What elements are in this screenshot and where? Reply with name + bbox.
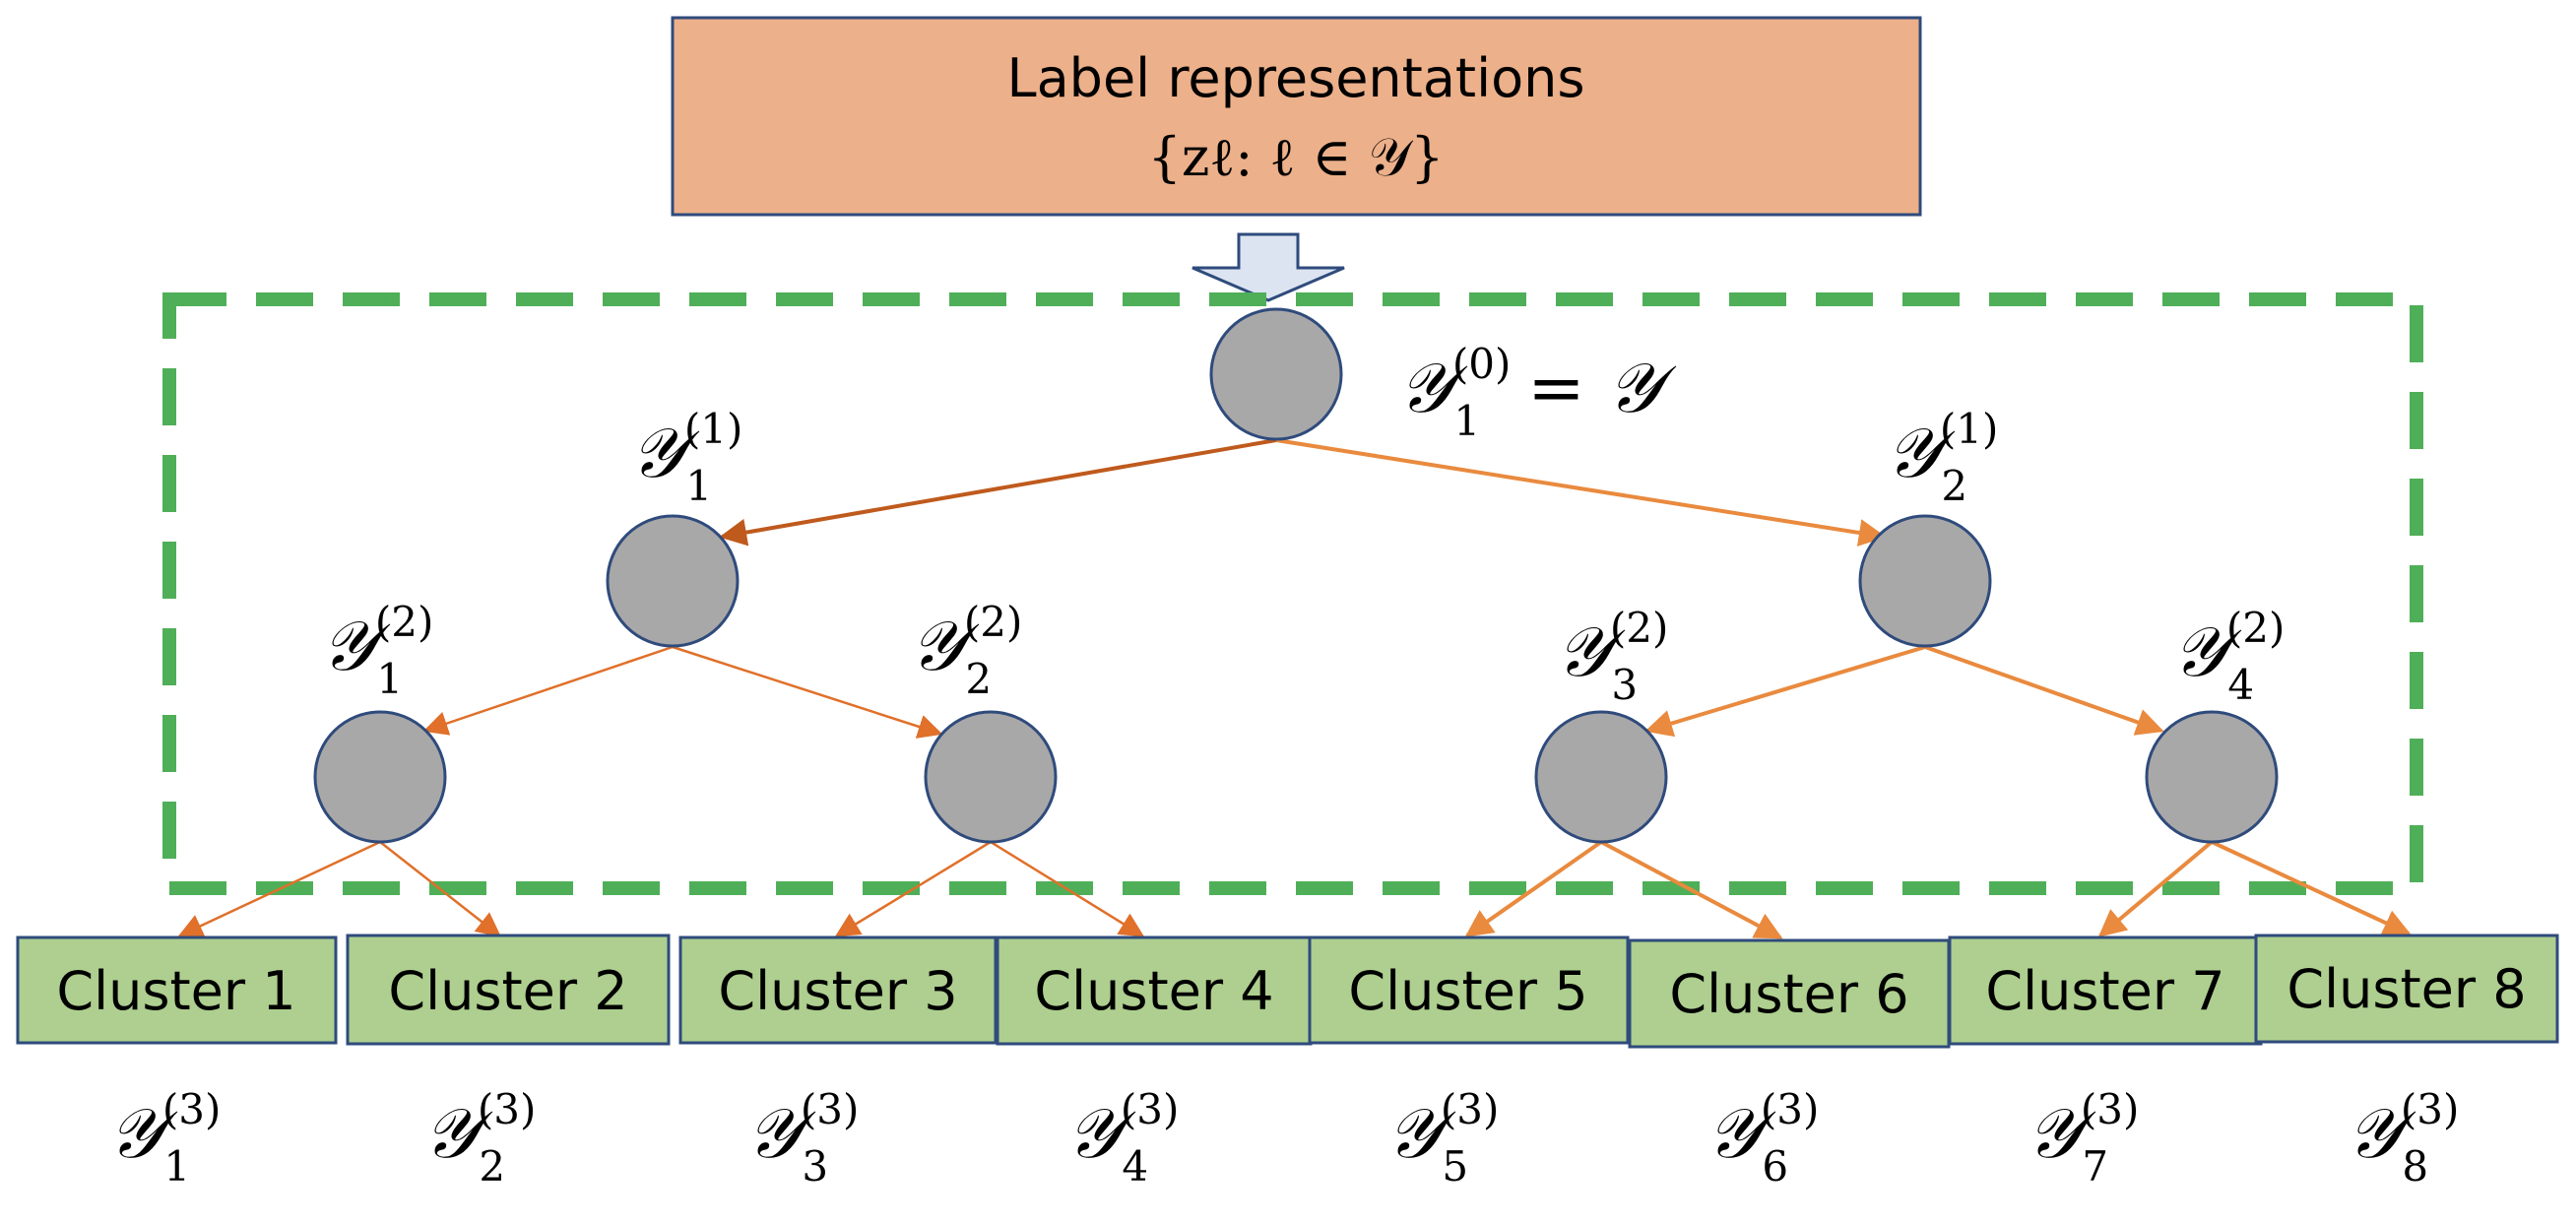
edge-l1-2-l2-4	[1924, 645, 2164, 736]
cluster-set-label-5-sub: 5	[1442, 1142, 1468, 1191]
root-label-equals: = 𝒴	[1527, 348, 1677, 428]
cluster-box-5	[1308, 935, 1630, 1045]
edge-l1-1-l2-2	[672, 645, 943, 739]
level1-label-1: 𝒴(1)1	[630, 405, 742, 510]
level2-node-1	[313, 710, 447, 844]
level2-label-3-sup: (2)	[1610, 604, 1669, 652]
cluster-row: Cluster 1 Cluster 2 Cluster 3 Cluster 4 …	[16, 934, 2559, 1049]
cluster-set-label-2-sup: (3)	[478, 1085, 537, 1133]
edge-root-l1-2	[1275, 438, 1887, 547]
edge-l2-3-c5	[1464, 840, 1603, 937]
level2-label-4-sub: 4	[2227, 661, 2254, 709]
cluster-set-label-3: 𝒴(3)3	[746, 1085, 859, 1191]
cluster-set-label-8: 𝒴(3)8	[2347, 1085, 2459, 1191]
level2-label-1: 𝒴(2)1	[321, 598, 433, 703]
cluster-label-5: Cluster 5	[1348, 960, 1587, 1022]
edge-l2-1-c1	[177, 840, 381, 937]
cluster-set-label-1-sup: (3)	[162, 1085, 222, 1133]
header-title: Label representations	[1006, 47, 1584, 109]
level2-label-1-sup: (2)	[375, 598, 434, 646]
cluster-set-label-6-sub: 6	[1762, 1142, 1788, 1191]
level2-label-3-sub: 3	[1611, 661, 1638, 709]
level2-label-2-sup: (2)	[964, 598, 1023, 646]
cluster-set-label-7: 𝒴(3)7	[2027, 1085, 2139, 1191]
edge-l2-2-c3	[834, 840, 992, 937]
cluster-label-6: Cluster 6	[1669, 963, 1908, 1025]
cluster-set-label-8-sup: (3)	[2401, 1085, 2460, 1133]
root-node	[1209, 307, 1343, 441]
edge-root-l1-1	[719, 438, 1277, 547]
cluster-set-label-1: 𝒴(3)1	[108, 1085, 221, 1191]
root-label: 𝒴(0)1= 𝒴	[1398, 340, 1677, 445]
root-label-sub: 1	[1453, 397, 1480, 445]
header-box	[671, 16, 1922, 217]
cluster-set-label-7-sup: (3)	[2081, 1085, 2140, 1133]
level1-node-1	[606, 514, 740, 648]
cluster-box-8	[2254, 934, 2559, 1044]
cluster-label-1: Cluster 1	[56, 960, 295, 1022]
cluster-label-4: Cluster 4	[1034, 960, 1273, 1022]
level2-label-1-sub: 1	[376, 655, 403, 703]
level2-label-4: 𝒴(2)4	[2172, 604, 2285, 709]
level1-label-2-sub: 2	[1941, 462, 1967, 510]
cluster-box-7	[1948, 935, 2263, 1046]
cluster-set-label-4-sub: 4	[1122, 1142, 1148, 1191]
cluster-set-label-3-sup: (3)	[801, 1085, 860, 1133]
cluster-set-label-5-sup: (3)	[1441, 1085, 1500, 1133]
cluster-set-label-2: 𝒴(3)2	[423, 1085, 536, 1191]
cluster-set-label-6-sup: (3)	[1761, 1085, 1820, 1133]
level1-label-2: 𝒴(1)2	[1886, 405, 1998, 510]
cluster-box-3	[678, 935, 998, 1045]
edge-l1-2-l2-3	[1644, 645, 1926, 738]
level1-label-2-sup: (1)	[1940, 405, 1999, 453]
cluster-set-label-6: 𝒴(3)6	[1707, 1085, 1819, 1191]
edge-l2-3-c6	[1600, 840, 1783, 939]
cluster-set-label-5: 𝒴(3)5	[1386, 1085, 1499, 1191]
level2-label-3: 𝒴(2)3	[1556, 604, 1668, 709]
level1-label-1-sub: 1	[685, 462, 712, 510]
cluster-set-label-4: 𝒴(3)4	[1066, 1085, 1179, 1191]
cluster-set-label-8-sub: 8	[2402, 1142, 2428, 1191]
cluster-label-8: Cluster 8	[2286, 958, 2526, 1020]
level2-node-2	[924, 710, 1058, 844]
cluster-set-label-2-sub: 2	[479, 1142, 505, 1191]
header-formula: {zℓ: ℓ ∈ 𝒴}	[1148, 126, 1445, 188]
level2-label-2-sub: 2	[965, 655, 992, 703]
cluster-set-label-3-sub: 3	[802, 1142, 828, 1191]
cluster-set-label-1-sub: 1	[163, 1142, 190, 1191]
down-arrow-icon	[1191, 232, 1345, 302]
level2-node-4	[2145, 710, 2279, 844]
cluster-set-label-4-sup: (3)	[1121, 1085, 1180, 1133]
level1-node-2	[1858, 514, 1992, 648]
cluster-label-7: Cluster 7	[1985, 960, 2224, 1022]
cluster-box-2	[346, 934, 671, 1046]
level2-node-3	[1534, 710, 1668, 844]
cluster-label-3: Cluster 3	[718, 960, 957, 1022]
level2-label-2: 𝒴(2)2	[910, 598, 1022, 703]
dashed-region	[162, 292, 2423, 895]
edge-l2-4-c7	[2097, 840, 2214, 937]
cluster-box-1	[16, 935, 338, 1045]
root-label-sup: (0)	[1452, 340, 1512, 388]
edge-l2-4-c8	[2211, 840, 2412, 936]
cluster-set-label-7-sub: 7	[2082, 1142, 2108, 1191]
level2-label-4-sup: (2)	[2226, 604, 2286, 652]
cluster-label-2: Cluster 2	[388, 960, 627, 1022]
edge-l2-2-c4	[990, 840, 1145, 937]
level1-label-1-sup: (1)	[684, 405, 743, 453]
cluster-box-6	[1628, 938, 1951, 1049]
edge-l2-1-c2	[379, 841, 501, 937]
edge-l1-1-l2-1	[422, 645, 674, 736]
